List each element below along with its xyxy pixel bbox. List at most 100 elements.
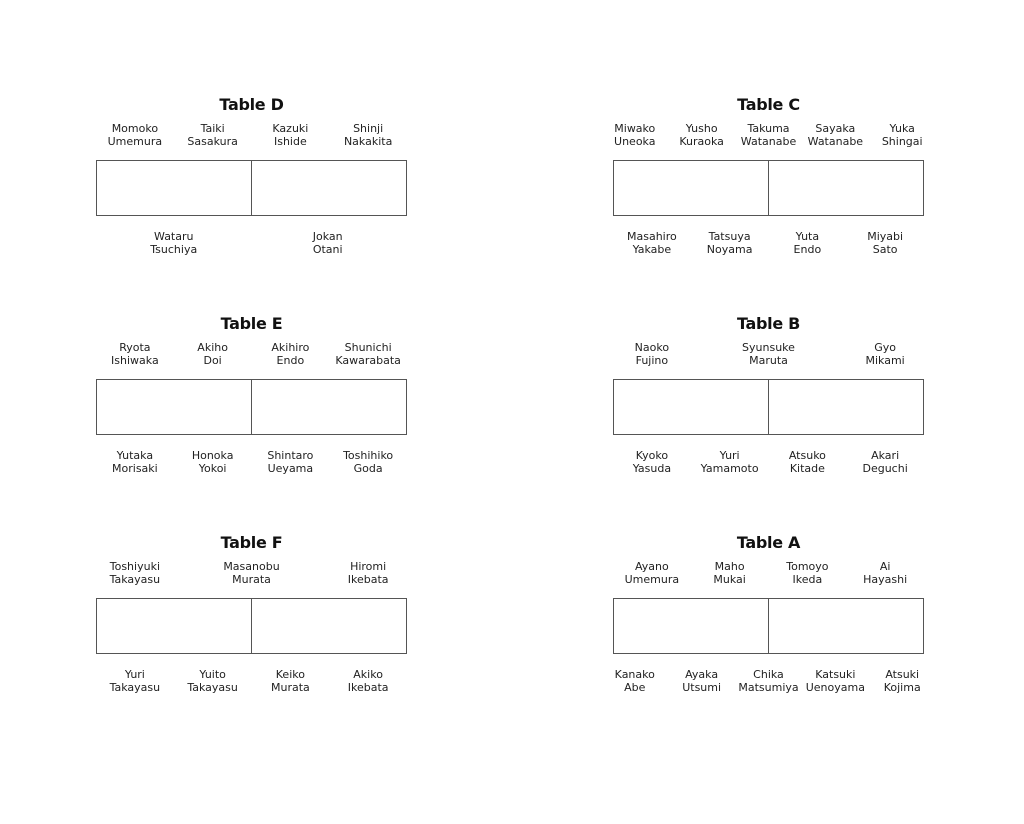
guest-last-name: Murata [270,681,310,694]
guest-first-name: Ayaka [685,668,719,681]
table-title: Table E [220,314,283,333]
guest-last-name: Utsumi [682,681,722,694]
guest-last-name: Ikebata [347,573,389,586]
guest-last-name: Yasuda [632,462,672,475]
guest-first-name: Momoko [111,122,159,135]
guest-last-name: Fujino [635,354,669,367]
guest-first-name: Masahiro [627,230,677,243]
guest-first-name: Takuma [747,122,790,135]
table-title: Table D [219,95,284,114]
guest-first-name: Maho [714,560,745,573]
guest-first-name: Honoka [191,449,234,462]
guest-last-name: Kitade [789,462,825,475]
guest-last-name: Otani [312,243,343,256]
guest-last-name: Takayasu [187,681,238,694]
guest-last-name: Sato [872,243,898,256]
guest-first-name: Naoko [634,341,670,354]
guest-first-name: Yuito [199,668,226,681]
table-half-left [97,161,252,215]
table-title: Table C [737,95,800,114]
table-half-right [769,380,923,434]
table-half-left [97,380,252,434]
guest-first-name: Miwako [614,122,656,135]
guest-first-name: Ryota [119,341,151,354]
guest-last-name: Shingai [881,135,923,148]
guest-first-name: Katsuki [815,668,856,681]
guest-last-name: Yokoi [198,462,227,475]
guest-first-name: Miyabi [867,230,904,243]
guest-last-name: Goda [353,462,383,475]
guest-first-name: Sayaka [815,122,856,135]
guest-first-name: Kyoko [635,449,669,462]
guest-first-name: Masanobu [223,560,280,573]
guest-first-name: Toshiyuki [109,560,160,573]
guest-last-name: Ikeda [792,573,823,586]
guest-first-name: Yuka [889,122,915,135]
guest-last-name: Hayashi [863,573,908,586]
guest-first-name: Gyo [874,341,896,354]
table-half-left [614,161,769,215]
guest-first-name: Kazuki [272,122,309,135]
guest-last-name: Yakabe [632,243,672,256]
guest-last-name: Ueyama [267,462,314,475]
table-half-right [769,161,923,215]
table-box [96,598,407,654]
table-box [613,160,924,216]
table-title: Table A [736,533,801,552]
guest-first-name: Akari [871,449,900,462]
table-half-left [614,380,769,434]
guest-last-name: Matsumiya [738,681,799,694]
guest-first-name: Jokan [312,230,343,243]
guest-first-name: Akihiro [271,341,310,354]
guest-last-name: Nakakita [343,135,393,148]
guest-first-name: Atsuki [885,668,920,681]
guest-last-name: Sasakura [187,135,238,148]
guest-first-name: Toshihiko [343,449,394,462]
guest-last-name: Uenoyama [805,681,865,694]
guest-first-name: Tatsuya [708,230,751,243]
guest-last-name: Tsuchiya [150,243,198,256]
guest-last-name: Uneoka [614,135,656,148]
guest-first-name: Shinji [353,122,384,135]
guest-last-name: Mikami [865,354,905,367]
